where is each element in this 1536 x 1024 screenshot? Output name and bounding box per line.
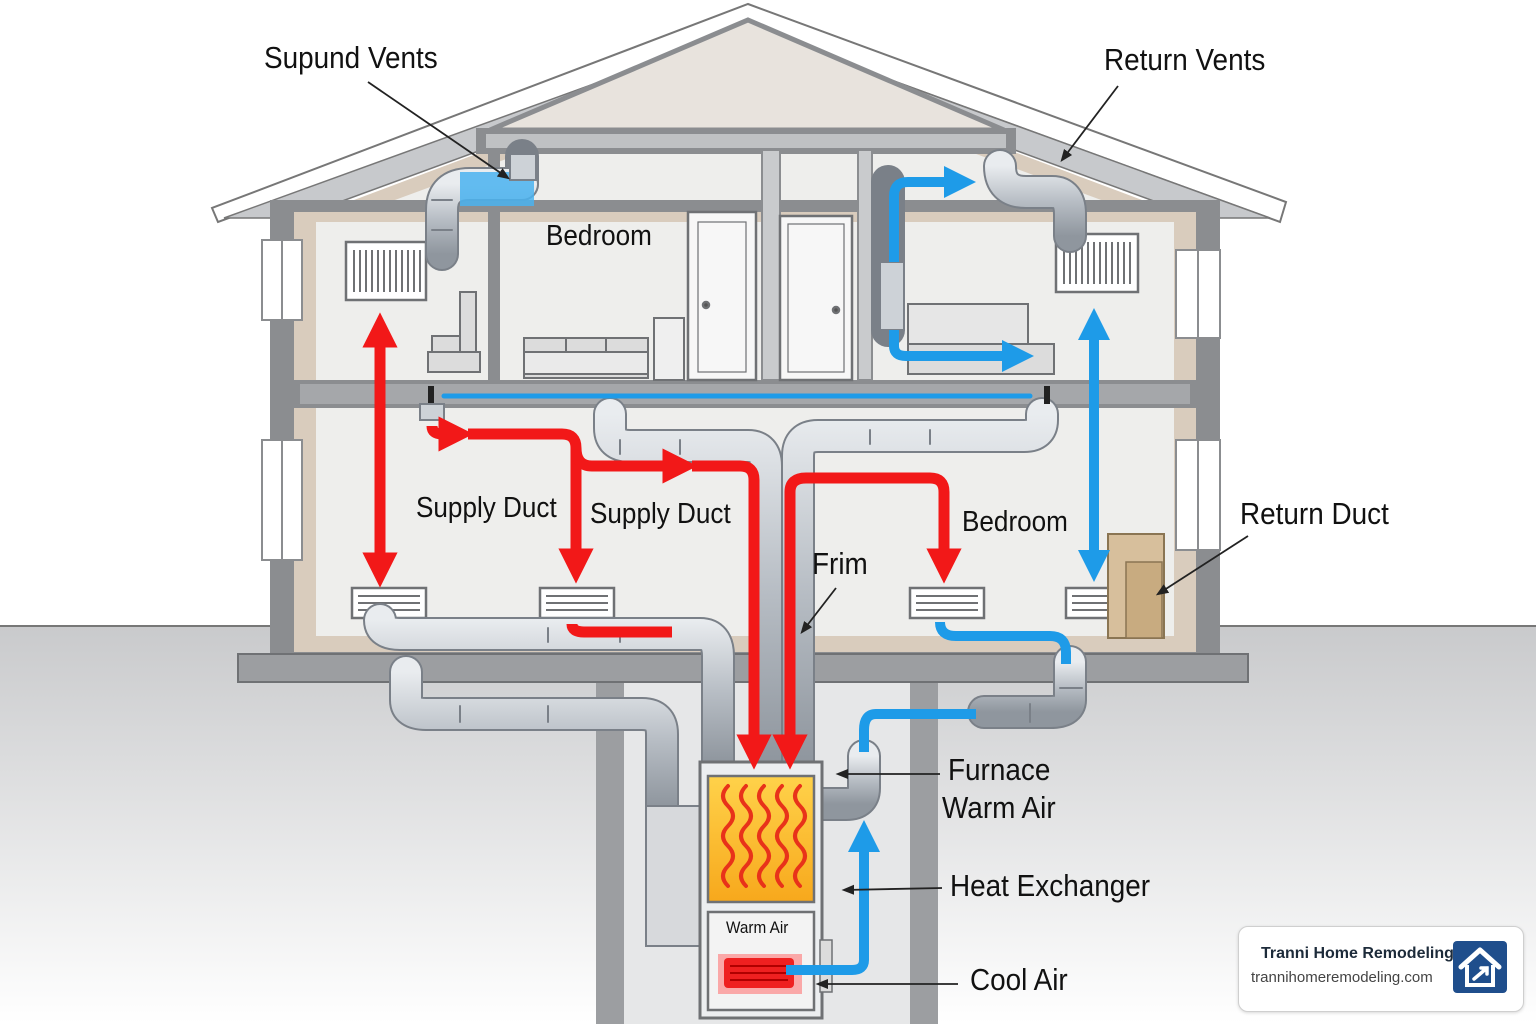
doors — [686, 210, 854, 382]
cool-air-label: Cool Air — [970, 962, 1068, 997]
ductwork — [363, 139, 1087, 823]
warm-air-panel-label: Warm Air — [726, 918, 789, 937]
leader-lines — [367, 81, 1249, 990]
warm-air-label: Warm Air — [942, 790, 1056, 825]
return-vents-label: Return Vents — [1104, 42, 1266, 77]
supply-vent-outlet — [460, 153, 537, 206]
furnace-label: Furnace — [948, 752, 1051, 787]
return-duct-box — [1107, 533, 1165, 639]
supply-duct-center-label: Supply Duct — [590, 498, 731, 530]
fan-label: Frim — [812, 546, 868, 581]
heat-exchanger-label: Heat Exchanger — [950, 868, 1151, 903]
company-url[interactable]: trannihomeremodeling.com — [1251, 969, 1433, 986]
branding-card[interactable]: Tranni Home Remodeling trannihomeremodel… — [1238, 926, 1524, 1012]
bedroom-upper-label: Bedroom — [546, 220, 652, 252]
house-logo-icon — [1453, 941, 1507, 993]
warm-air-flow — [362, 312, 962, 770]
windows — [261, 239, 1221, 561]
cool-air-flow — [786, 165, 1111, 975]
return-duct-label: Return Duct — [1240, 496, 1389, 531]
ceiling-register — [419, 386, 1050, 421]
supply-vents-label: Supund Vents — [264, 40, 438, 75]
heat-exchanger-coils — [721, 784, 807, 888]
company-name: Tranni Home Remodeling — [1261, 945, 1454, 962]
bedroom-lower-label: Bedroom — [962, 506, 1068, 538]
supply-duct-left-label: Supply Duct — [416, 492, 557, 524]
